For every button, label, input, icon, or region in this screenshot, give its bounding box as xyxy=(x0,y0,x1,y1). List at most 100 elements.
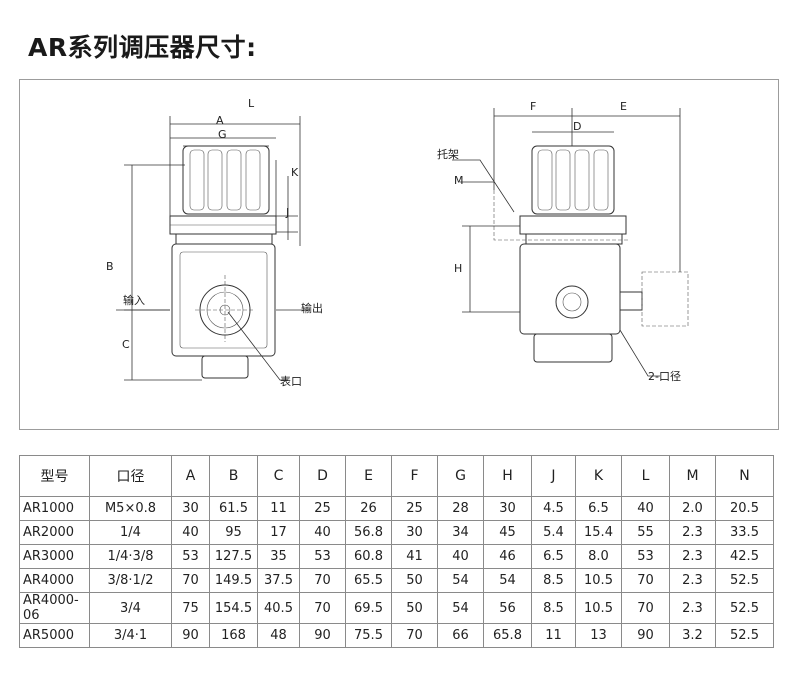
label-inlet: 输入 xyxy=(123,293,145,307)
table-cell: 55 xyxy=(621,520,670,545)
table-cell: 127.5 xyxy=(209,544,258,569)
table-cell: 40 xyxy=(437,544,484,569)
front-view: L A G K J B C 输入 输出 表口 xyxy=(106,97,323,388)
table-cell: 2.3 xyxy=(669,520,716,545)
table-cell: 70 xyxy=(621,592,670,624)
table-cell: 3.2 xyxy=(669,623,716,648)
table-cell: 2.3 xyxy=(669,592,716,624)
label-C: C xyxy=(122,338,130,351)
label-G: G xyxy=(218,128,227,141)
table-cell: 40.5 xyxy=(257,592,300,624)
table-header-cell: H xyxy=(483,455,532,497)
table-header-cell: M xyxy=(669,455,716,497)
table-cell: 28 xyxy=(437,496,484,521)
table-cell: 42.5 xyxy=(715,544,774,569)
table-cell: 25 xyxy=(299,496,346,521)
label-L: L xyxy=(248,97,255,110)
table-cell: 53 xyxy=(171,544,210,569)
table-header-cell: L xyxy=(621,455,670,497)
table-cell: 54 xyxy=(437,568,484,593)
table-cell: 40 xyxy=(171,520,210,545)
table-cell: 11 xyxy=(531,623,576,648)
model-cell: AR4000 xyxy=(19,568,90,593)
table-cell: 3/4·1 xyxy=(89,623,172,648)
side-knob xyxy=(531,145,615,215)
table-cell: 26 xyxy=(345,496,392,521)
table-cell: M5×0.8 xyxy=(89,496,172,521)
table-cell: 61.5 xyxy=(209,496,258,521)
table-cell: 70 xyxy=(391,623,438,648)
side-port xyxy=(555,285,589,319)
table-cell: 4.5 xyxy=(531,496,576,521)
table-header-cell: N xyxy=(715,455,774,497)
table-cell: 60.8 xyxy=(345,544,392,569)
table-cell: 52.5 xyxy=(715,592,774,624)
table-cell: 70 xyxy=(171,568,210,593)
table-cell: 2.3 xyxy=(669,544,716,569)
front-bottom xyxy=(201,355,249,379)
label-A: A xyxy=(216,114,224,127)
table-cell: 25 xyxy=(391,496,438,521)
table-cell: 13 xyxy=(575,623,622,648)
table-cell: 149.5 xyxy=(209,568,258,593)
table-cell: 15.4 xyxy=(575,520,622,545)
table-header-cell: A xyxy=(171,455,210,497)
table-header-cell: 口径 xyxy=(89,455,172,497)
table-cell: 65.5 xyxy=(345,568,392,593)
table-header-cell: J xyxy=(531,455,576,497)
label-outlet: 输出 xyxy=(301,301,323,315)
label-K: K xyxy=(291,166,299,179)
table-cell: 30 xyxy=(391,520,438,545)
table-header-cell: D xyxy=(299,455,346,497)
table-cell: 8.5 xyxy=(531,592,576,624)
table-cell: 33.5 xyxy=(715,520,774,545)
table-cell: 6.5 xyxy=(531,544,576,569)
model-cell: AR5000 xyxy=(19,623,90,648)
table-cell: 66 xyxy=(437,623,484,648)
table-header-cell: 型号 xyxy=(19,455,90,497)
table-cell: 30 xyxy=(171,496,210,521)
table-cell: 2.3 xyxy=(669,568,716,593)
table-cell: 11 xyxy=(257,496,300,521)
table-cell: 3/8·1/2 xyxy=(89,568,172,593)
table-cell: 54 xyxy=(483,568,532,593)
table-cell: 20.5 xyxy=(715,496,774,521)
table-cell: 17 xyxy=(257,520,300,545)
table-header-cell: F xyxy=(391,455,438,497)
table-cell: 46 xyxy=(483,544,532,569)
table-cell: 53 xyxy=(299,544,346,569)
table-cell: 69.5 xyxy=(345,592,392,624)
table-cell: 8.5 xyxy=(531,568,576,593)
model-cell: AR1000 xyxy=(19,496,90,521)
table-cell: 90 xyxy=(299,623,346,648)
table-cell: 90 xyxy=(621,623,670,648)
model-cell: AR4000-06 xyxy=(19,592,90,624)
table-cell: 75.5 xyxy=(345,623,392,648)
table-cell: 40 xyxy=(299,520,346,545)
table-cell: 53 xyxy=(621,544,670,569)
table-cell: 154.5 xyxy=(209,592,258,624)
label-J: J xyxy=(285,206,289,219)
page-title: AR系列调压器尺寸: xyxy=(28,33,257,62)
table-cell: 34 xyxy=(437,520,484,545)
label-bracket: 托架 xyxy=(437,147,459,161)
table-cell: 5.4 xyxy=(531,520,576,545)
table-header-cell: B xyxy=(209,455,258,497)
model-cell: AR3000 xyxy=(19,544,90,569)
table-cell: 70 xyxy=(299,568,346,593)
model-cell: AR2000 xyxy=(19,520,90,545)
label-B: B xyxy=(106,260,114,273)
table-cell: 6.5 xyxy=(575,496,622,521)
table-cell: 8.0 xyxy=(575,544,622,569)
table-cell: 37.5 xyxy=(257,568,300,593)
table-cell: 3/4 xyxy=(89,592,172,624)
table-cell: 1/4 xyxy=(89,520,172,545)
